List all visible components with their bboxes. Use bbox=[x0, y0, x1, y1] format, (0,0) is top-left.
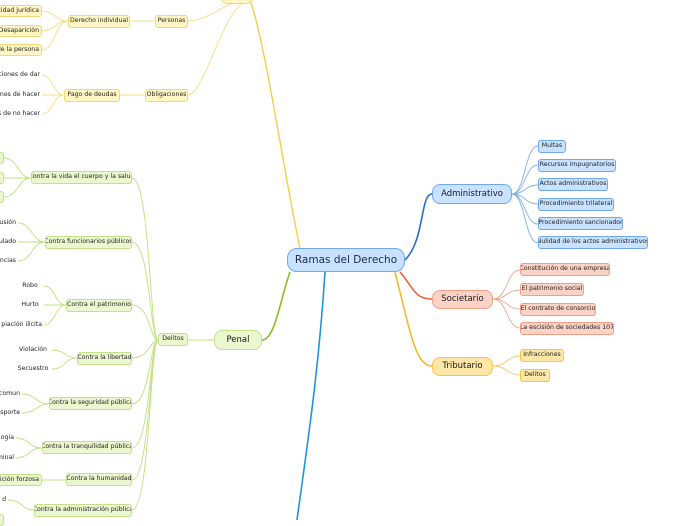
penal-tranquilidad-item-2[interactable]: minal bbox=[0, 453, 14, 461]
civil-pago-item-3[interactable]: s de no hacer bbox=[0, 109, 40, 117]
penal-topic[interactable]: Penal bbox=[214, 330, 262, 350]
penal-tranquilidad-item-1[interactable]: ogia bbox=[0, 433, 14, 441]
penal-administracion-item-1[interactable]: d bbox=[2, 495, 6, 503]
penal-seguridad-item-2[interactable]: sporte bbox=[0, 408, 20, 416]
penal-libertad-item-secuestro[interactable]: Secuestro bbox=[17, 364, 49, 372]
administrativo-item-recursos[interactable]: Recursos impugnatorios bbox=[538, 159, 616, 172]
penal-funcionarios-item-1[interactable]: usión bbox=[0, 218, 16, 226]
penal-libertad-item-violacion[interactable]: Violación bbox=[19, 345, 47, 353]
civil-personas[interactable]: Personas bbox=[155, 15, 188, 28]
penal-seguridad-item-1[interactable]: comun bbox=[0, 389, 20, 397]
tributario-topic[interactable]: Tributario bbox=[432, 357, 493, 376]
tributario-item-delitos[interactable]: Delitos bbox=[520, 369, 550, 382]
penal-funcionarios-item-2[interactable]: ulado bbox=[0, 237, 16, 245]
administrativo-item-trilateral[interactable]: Procedimiento trilateral bbox=[538, 198, 614, 211]
societario-item-patrimonio[interactable]: El patrimonio social bbox=[520, 283, 584, 296]
civil-obligaciones[interactable]: Obligaciones bbox=[145, 89, 188, 102]
penal-patrimonio-item-apropiacion[interactable]: piación ilícita bbox=[1, 320, 42, 328]
penal-patrimonio-item-hurto[interactable]: Hurto bbox=[21, 300, 39, 308]
civil-derecho-item-3[interactable]: de la persona bbox=[0, 44, 42, 56]
societario-item-escision[interactable]: La escisión de sociedades 107 bbox=[520, 322, 614, 335]
penal-group-tranquilidad[interactable]: Contra la tranquilidad pública bbox=[42, 441, 132, 454]
penal-vida-leaf-1[interactable] bbox=[0, 152, 4, 164]
penal-group-patrimonio[interactable]: Contra el patrimonio bbox=[66, 299, 132, 312]
societario-topic[interactable]: Societario bbox=[432, 290, 493, 309]
societario-item-constitucion[interactable]: Constitución de una empresa bbox=[520, 263, 610, 276]
penal-administracion-leaf-2[interactable] bbox=[0, 514, 4, 526]
penal-group-seguridad[interactable]: Contra la seguridad pública bbox=[49, 397, 132, 410]
penal-vida-leaf-2[interactable] bbox=[0, 172, 4, 184]
administrativo-item-nulidad[interactable]: Nulidad de los actos administrativos bbox=[538, 236, 648, 249]
civil-topic-partial[interactable] bbox=[220, 0, 254, 4]
civil-pago-item-1[interactable]: ciones de dar bbox=[0, 70, 40, 78]
penal-group-funcionarios[interactable]: Contra funcionarios públicos bbox=[45, 236, 132, 249]
penal-group-administracion[interactable]: Contra la administración pública bbox=[34, 504, 132, 517]
civil-pago-item-2[interactable]: nes de hacer bbox=[0, 90, 40, 98]
civil-derecho-item-2[interactable]: Desaparición bbox=[0, 25, 42, 37]
penal-patrimonio-item-robo[interactable]: Robo bbox=[22, 281, 38, 289]
administrativo-topic[interactable]: Administrativo bbox=[432, 184, 512, 204]
societario-item-consorcio[interactable]: El contrato de consorcio bbox=[520, 303, 596, 316]
penal-delitos[interactable]: Delitos bbox=[158, 333, 188, 346]
penal-funcionarios-item-3[interactable]: encias bbox=[0, 256, 16, 264]
civil-derecho-individual[interactable]: Derecho individual bbox=[68, 15, 130, 28]
penal-vida-leaf-3[interactable] bbox=[0, 191, 4, 203]
administrativo-item-actos[interactable]: Actos administrativos bbox=[538, 178, 608, 191]
penal-group-libertad[interactable]: Contra la libertad bbox=[77, 352, 132, 365]
administrativo-item-sancionador[interactable]: Procedimiento sancionador bbox=[538, 217, 623, 230]
administrativo-item-multas[interactable]: Multas bbox=[538, 140, 566, 153]
civil-pago-de-deudas[interactable]: Pago de deudas bbox=[64, 89, 120, 102]
civil-derecho-item-1[interactable]: acidad jurídica bbox=[0, 5, 42, 17]
central-topic[interactable]: Ramas del Derecho bbox=[287, 248, 405, 272]
penal-group-vida[interactable]: Contra la vida el cuerpo y la salud bbox=[31, 171, 132, 184]
tributario-item-infracciones[interactable]: Infracciones bbox=[520, 349, 564, 362]
penal-humanidad-item-1[interactable]: ición forzosa bbox=[0, 474, 42, 486]
penal-group-humanidad[interactable]: Contra la humanidad bbox=[66, 473, 132, 486]
